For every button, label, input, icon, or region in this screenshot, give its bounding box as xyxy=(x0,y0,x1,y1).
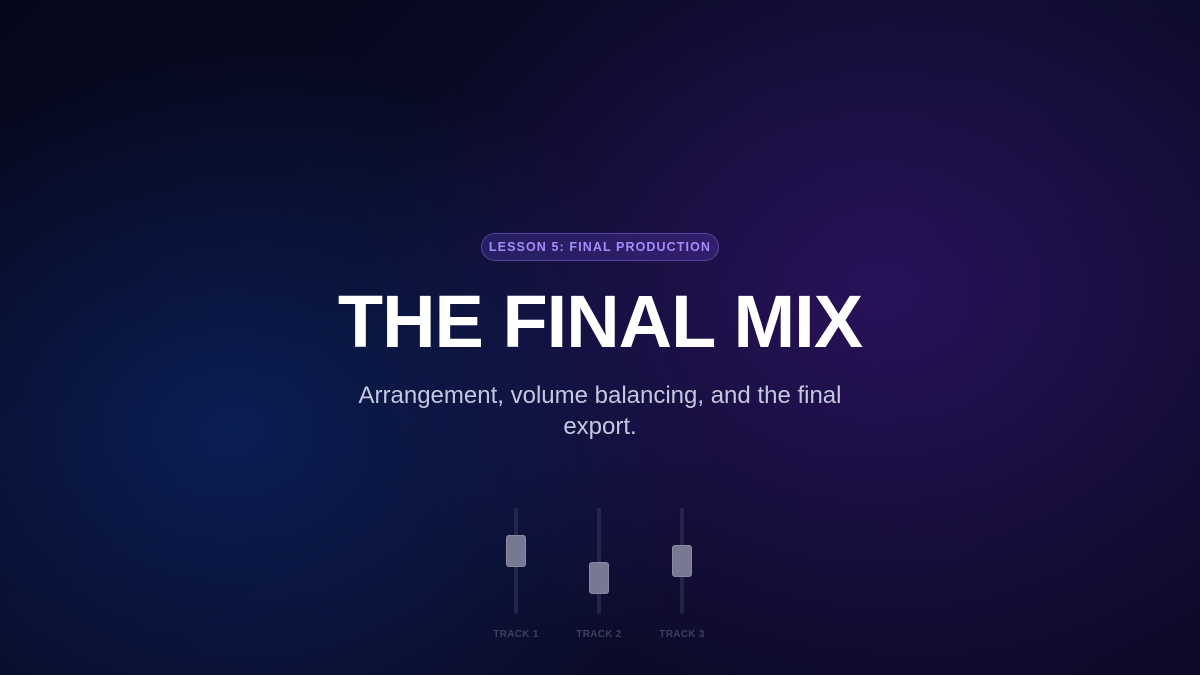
fader-knob[interactable] xyxy=(589,562,609,595)
page-title: THE FINAL MIX xyxy=(337,280,863,363)
fader-knob[interactable] xyxy=(506,534,526,567)
fader-track-3[interactable]: TRACK 3 xyxy=(652,508,712,648)
fader-knob[interactable] xyxy=(672,545,692,577)
fader-rail xyxy=(597,508,601,614)
subtitle: Arrangement, volume balancing, and the f… xyxy=(358,382,842,440)
fader-label: TRACK 2 xyxy=(576,629,622,640)
lesson-badge: LESSON 5: FINAL PRODUCTION xyxy=(481,233,719,261)
fader-label: TRACK 3 xyxy=(659,629,705,640)
fader-track-1[interactable]: TRACK 1 xyxy=(486,508,546,648)
fader-track-2[interactable]: TRACK 2 xyxy=(569,508,629,648)
fader-label: TRACK 1 xyxy=(493,629,539,640)
